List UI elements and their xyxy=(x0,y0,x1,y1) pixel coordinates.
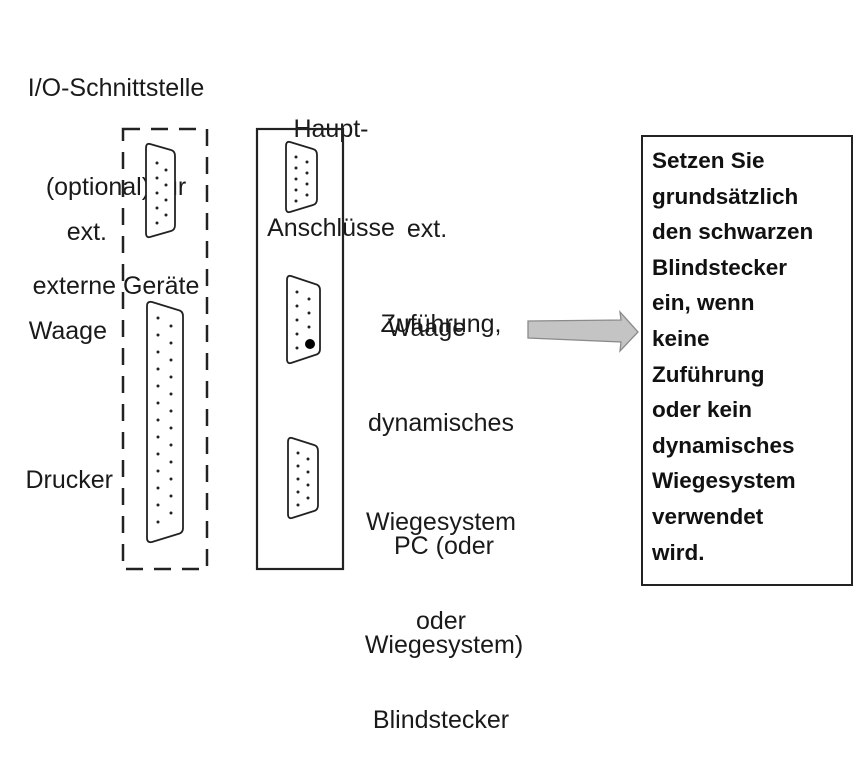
main-scale-connector-icon xyxy=(285,140,318,214)
main-ports-header-line-2: Anschlüsse xyxy=(267,214,395,242)
note-line-12: wird. xyxy=(652,539,705,565)
note-box: Setzen Sie grundsätzlich den schwarzen B… xyxy=(641,135,853,586)
note-line-7: Zuführung xyxy=(652,361,765,387)
main-ports-frame xyxy=(255,127,345,571)
note-line-3: den schwarzen xyxy=(652,219,814,245)
note-line-9: dynamisches xyxy=(652,432,795,458)
note-line-5: ein, wenn xyxy=(652,290,755,316)
note-line-1: Setzen Sie xyxy=(652,148,765,173)
port-label-feeder-line-1: Zuführung, xyxy=(380,310,502,338)
note-line-6: keine xyxy=(652,325,710,351)
io-header-line-3: externe Geräte xyxy=(32,272,200,300)
connector-diagram xyxy=(121,127,639,571)
note-line-11: verwendet xyxy=(652,503,764,529)
port-label-scale-line-1: ext. xyxy=(406,215,448,243)
port-label-pc-line-2: Wiegesystem) xyxy=(364,631,524,659)
io-interface-frame xyxy=(121,127,209,571)
note-line-2: grundsätzlich xyxy=(652,183,799,209)
io-label-printer-line-1: Drucker xyxy=(25,466,113,494)
port-label-pc-line-1: PC (oder xyxy=(393,532,495,560)
io-label-scale-line-1: ext. xyxy=(66,218,107,246)
note-line-10: Wiegesystem xyxy=(652,468,796,494)
io-label-scale: ext. Waage xyxy=(0,150,107,381)
port-label-scale: ext. Waage xyxy=(351,147,503,378)
io-interface-header: I/O-Schnittstelle (optional) für externe… xyxy=(0,6,232,336)
main-pc-connector-icon xyxy=(287,436,319,520)
blind-plug-pin-icon xyxy=(305,339,315,349)
main-feeder-connector-icon xyxy=(286,274,321,365)
port-label-scale-line-2: Waage xyxy=(387,314,467,342)
port-label-feeder-line-5: Blindstecker xyxy=(372,706,510,734)
io-label-scale-line-2: Waage xyxy=(28,317,107,345)
port-label-feeder-line-3: Wiegesystem xyxy=(365,508,517,536)
io-label-printer: Drucker xyxy=(0,398,113,530)
note-line-4: Blindstecker xyxy=(652,254,788,280)
port-label-feeder-line-2: dynamisches xyxy=(368,409,514,437)
note-line-8: oder kein xyxy=(652,397,753,423)
io-header-line-1: I/O-Schnittstelle xyxy=(27,74,205,102)
io-scale-connector-icon xyxy=(145,142,176,239)
note-arrow-icon xyxy=(527,310,639,353)
io-printer-connector-icon xyxy=(146,300,184,544)
